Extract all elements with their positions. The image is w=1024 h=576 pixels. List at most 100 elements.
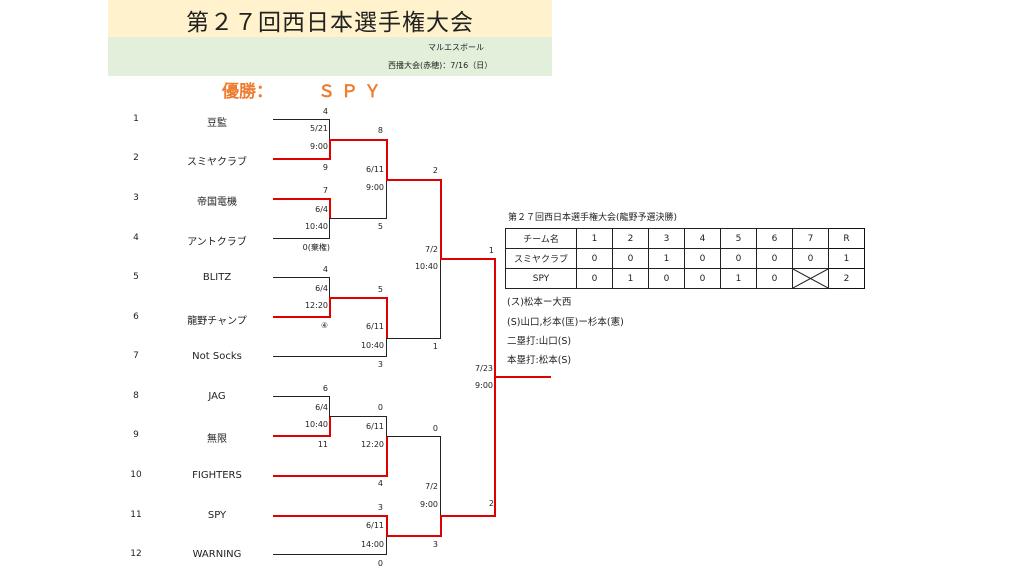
subtitle-sponsor: マルエスボール — [428, 43, 484, 52]
match-time: 12:20 — [304, 301, 328, 310]
table-cell: 2 — [828, 268, 865, 289]
match-date: 6/4 — [315, 205, 328, 214]
table-header-cell: 1 — [576, 228, 613, 249]
note-battery-2: (S)山口,杉本(匡)ー杉本(憲) — [507, 317, 624, 328]
score-top: 5 — [377, 285, 383, 294]
team-seed: 2 — [133, 153, 139, 163]
score-top: 1 — [488, 246, 494, 255]
bracket-line-winner — [329, 297, 331, 318]
match-date: 6/11 — [366, 521, 384, 530]
subtitle-venue: 西播大会(赤穂)：7/16（日） — [388, 61, 493, 70]
bracket-line-winner — [329, 139, 331, 160]
team-name: 無限 — [207, 434, 227, 445]
table-header-cell: R — [828, 228, 865, 249]
score-top: 7 — [322, 186, 328, 195]
bracket-line-winner — [386, 436, 388, 477]
score-top: 4 — [322, 107, 328, 116]
score-top: 8 — [377, 126, 383, 135]
team-seed: 12 — [130, 549, 142, 559]
bracket-line — [329, 218, 387, 219]
score-bottom: 0(棄権) — [302, 243, 330, 252]
bracket-line-winner — [386, 297, 388, 339]
score-bottom: 5 — [377, 222, 383, 231]
table-cell: 0 — [684, 268, 721, 289]
table-cell: SPY — [505, 268, 577, 289]
match-time: 9:00 — [475, 381, 493, 390]
table-row: SPY 0 1 0 0 1 0 2 — [505, 268, 865, 289]
match-date: 7/23 — [475, 364, 493, 373]
score-bottom: 1 — [432, 342, 438, 351]
table-cell: 0 — [576, 248, 613, 269]
team-name: JAG — [208, 391, 226, 402]
team-name: WARNING — [192, 549, 242, 560]
bracket-line-winner — [386, 515, 388, 537]
note-double: 二塁打:山口(S) — [507, 336, 572, 347]
table-cell: スミヤクラブ — [505, 248, 577, 269]
bracket-line-winner — [440, 516, 442, 537]
score-bottom: ④ — [320, 321, 328, 330]
match-date: 6/11 — [366, 422, 384, 431]
cross-mark — [793, 269, 828, 288]
match-time: 9:00 — [310, 142, 328, 151]
score-top: 6 — [322, 384, 328, 393]
match-time: 10:40 — [414, 262, 438, 271]
table-cell: 0 — [720, 248, 757, 269]
team-name: 帝国電機 — [197, 197, 237, 208]
bracket-line — [273, 119, 330, 120]
score-bottom: 3 — [432, 540, 438, 549]
team-seed: 11 — [130, 510, 142, 520]
score-top: 4 — [322, 265, 328, 274]
table-cell: 0 — [756, 248, 793, 269]
bracket-line — [273, 554, 387, 555]
team-seed: 1 — [133, 114, 139, 124]
bracket-line-winner — [329, 297, 387, 299]
team-seed: 3 — [133, 193, 139, 203]
bracket-line-winner — [386, 179, 441, 181]
team-name: スミヤクラブ — [187, 157, 247, 168]
table-row: スミヤクラブ 0 0 1 0 0 0 0 1 — [505, 248, 865, 269]
scoreboard-title: 第２７回西日本選手権大会(龍野予選決勝) — [508, 213, 678, 223]
bracket-line-winner — [386, 535, 442, 537]
match-date: 6/4 — [315, 403, 328, 412]
bracket-line-winner — [329, 139, 387, 141]
table-cell: 0 — [576, 268, 613, 289]
bracket-line — [329, 396, 330, 417]
scoreboard-table: チーム名 1 2 3 4 5 6 7 R スミヤクラブ 0 0 1 0 0 0 … — [505, 228, 865, 289]
team-name: BLITZ — [202, 272, 232, 283]
bracket-line — [386, 536, 387, 555]
score-bottom: 0 — [377, 559, 383, 568]
score-bottom: 2 — [488, 499, 494, 508]
score-top: 2 — [432, 166, 438, 175]
bracket-line — [273, 356, 387, 357]
bracket-line — [386, 416, 387, 437]
winner-name: ＳＰＹ — [318, 82, 387, 102]
match-time: 9:00 — [366, 183, 384, 192]
table-cell: 0 — [648, 268, 685, 289]
match-date: 5/21 — [310, 124, 328, 133]
bracket-line-winner — [273, 316, 331, 318]
bracket-line-winner — [273, 515, 388, 517]
winner-label: 優勝： — [222, 82, 273, 102]
title-band — [108, 0, 552, 37]
score-bottom: 4 — [377, 479, 383, 488]
table-row: チーム名 1 2 3 4 5 6 7 R — [505, 228, 865, 249]
match-date: 7/2 — [425, 245, 438, 254]
table-cell: 0 — [756, 268, 793, 289]
table-cell: 1 — [720, 268, 757, 289]
bracket-line-winner — [494, 258, 496, 338]
empty-cell-cross — [792, 268, 829, 289]
match-time: 10:40 — [304, 222, 328, 231]
team-name: FIGHTERS — [192, 470, 242, 481]
bracket-line-winner — [440, 258, 496, 260]
table-header-cell: 5 — [720, 228, 757, 249]
bracket-line — [329, 416, 387, 417]
table-header-cell: 3 — [648, 228, 685, 249]
table-cell: 1 — [648, 248, 685, 269]
bracket-line — [386, 338, 387, 357]
score-bottom: 3 — [377, 360, 383, 369]
bracket-line — [386, 179, 387, 219]
bracket-line — [386, 436, 441, 437]
team-seed: 9 — [133, 430, 139, 440]
team-name: アントクラブ — [187, 237, 247, 248]
bracket-line — [273, 277, 330, 278]
